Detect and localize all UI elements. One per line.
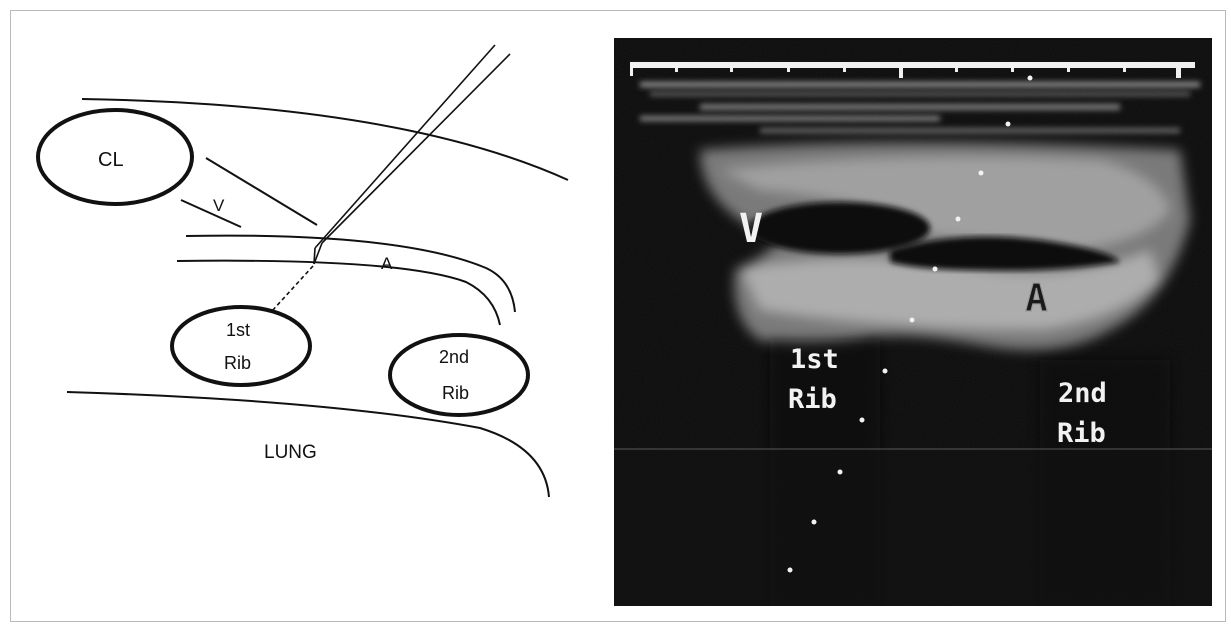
artery-wall-upper	[186, 236, 515, 312]
needle-shaft-upper	[315, 45, 495, 248]
vein-label: V	[213, 196, 225, 215]
vein-wall-lower	[181, 200, 241, 227]
needle-trajectory	[272, 266, 313, 311]
us-first-rib-label-line1: 1st	[790, 344, 839, 375]
schematic-diagram	[38, 45, 568, 497]
vein-lumen	[750, 202, 930, 254]
first-rib-label-line2: Rib	[224, 353, 251, 373]
us-vein-label: V	[739, 206, 763, 252]
artery-label: A	[381, 254, 393, 273]
us-second-rib-label-line1: 2nd	[1058, 378, 1107, 409]
us-artery-label: A	[1025, 276, 1048, 320]
ultrasound-image	[614, 38, 1212, 606]
second-rib-label-line2: Rib	[442, 383, 469, 403]
first-rib-outline	[172, 307, 310, 385]
artery-wall-lower	[177, 261, 500, 325]
first-rib-label-line1: 1st	[226, 320, 250, 340]
depth-scale-bar	[630, 62, 1195, 68]
clavicle-label: CL	[98, 149, 124, 171]
lung-label: LUNG	[264, 442, 317, 463]
us-first-rib-label-line2: Rib	[788, 384, 837, 415]
second-rib-label-line1: 2nd	[439, 347, 469, 367]
skin-curve	[82, 99, 568, 180]
us-second-rib-label-line2: Rib	[1057, 418, 1106, 449]
